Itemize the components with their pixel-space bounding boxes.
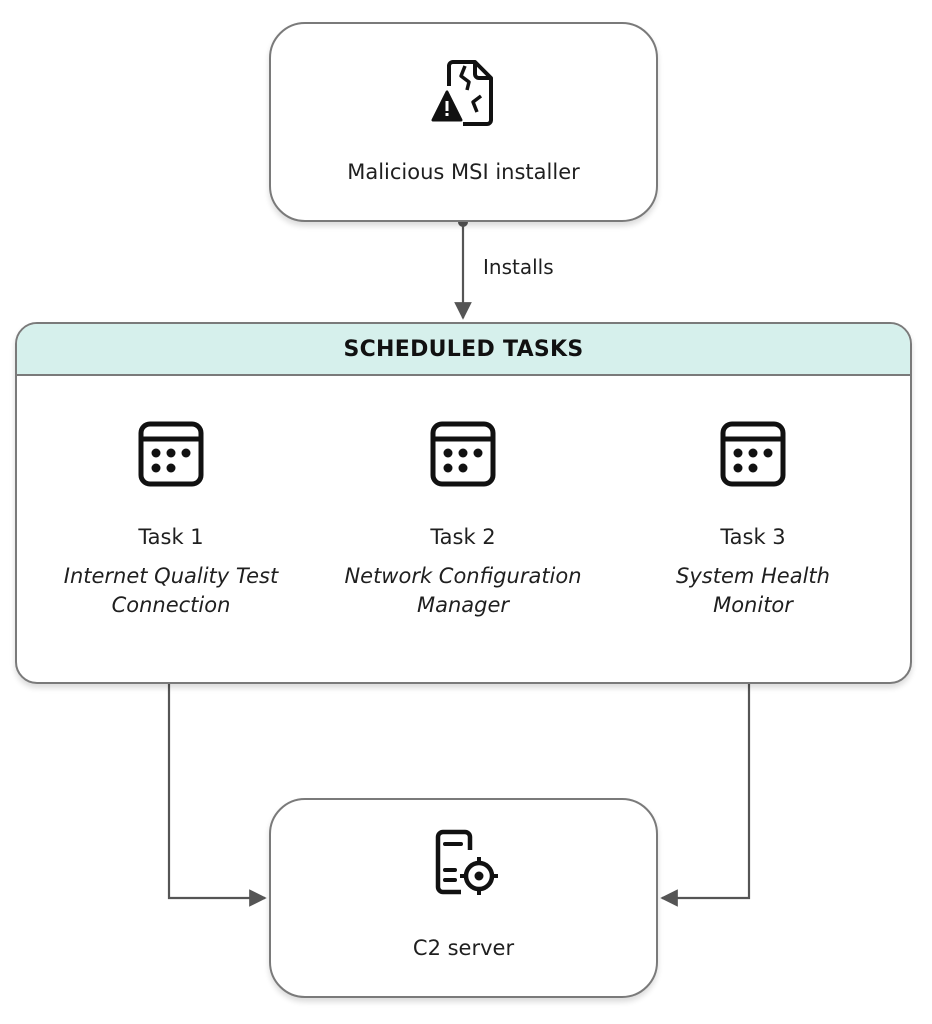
installer-node: Malicious MSI installer	[269, 22, 658, 222]
calendar-icon	[430, 421, 496, 487]
task3-c2-connector	[660, 654, 758, 907]
calendar-icon	[138, 421, 204, 487]
task-item: Task 1 Internet Quality Test Connection	[31, 420, 311, 620]
task-description-line: Connection	[111, 593, 231, 617]
installs-arrow	[454, 217, 472, 320]
calendar-icon	[720, 421, 786, 487]
task-description: Internet Quality Test Connection	[31, 562, 311, 620]
c2-server-node: C2 server	[269, 798, 658, 998]
task1-c2-connector	[160, 654, 267, 907]
task-description-line: Monitor	[713, 593, 793, 617]
task-description-line: Network Configuration	[344, 564, 582, 588]
task-item: Task 3 System Health Monitor	[613, 420, 893, 620]
task-name: Task 2	[430, 525, 496, 549]
file-warning-icon	[431, 60, 493, 126]
installs-label: Installs	[483, 255, 554, 279]
task-item: Task 2 Network Configuration Manager	[323, 420, 603, 620]
installer-label: Malicious MSI installer	[347, 160, 580, 184]
task-description-line: Internet Quality Test	[63, 564, 279, 588]
scheduled-tasks-title: SCHEDULED TASKS	[17, 324, 910, 376]
task-description-line: Manager	[416, 593, 510, 617]
c2-server-label: C2 server	[412, 936, 515, 960]
task-description: Network Configuration Manager	[323, 562, 603, 620]
server-target-icon	[435, 829, 498, 895]
task-name: Task 1	[138, 525, 204, 549]
task-name: Task 3	[720, 525, 786, 549]
scheduled-tasks-group: SCHEDULED TASKS Task 1 Internet Quality …	[15, 322, 912, 684]
task-description: System Health Monitor	[613, 562, 893, 620]
task-description-line: System Health	[676, 564, 830, 588]
